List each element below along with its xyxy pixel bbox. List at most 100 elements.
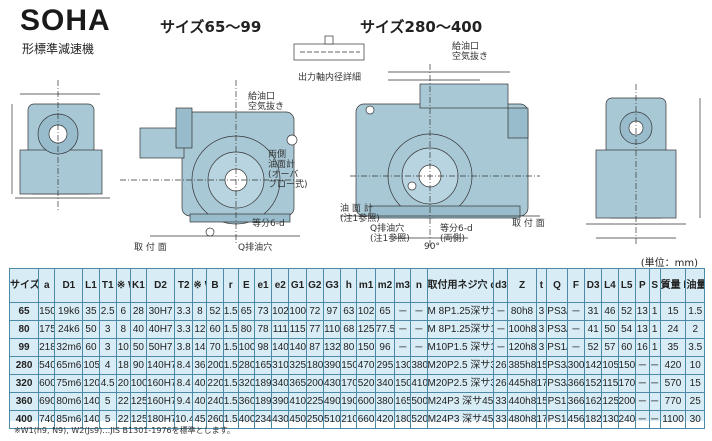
table-cell: 15	[535, 392, 548, 411]
table-cell: ─	[493, 338, 509, 357]
table-header-cell: e1	[253, 268, 273, 303]
table-cell: PS1	[546, 392, 568, 411]
table-cell: 97	[322, 302, 342, 321]
table-cell: ─	[634, 410, 650, 429]
table-cell: 57	[601, 338, 619, 357]
label-oil-inlet-right: 給油口 空気抜き	[452, 42, 489, 62]
table-cell: 2	[685, 320, 705, 339]
table-cell: 234	[253, 410, 273, 429]
label-oil-gauge-small: 両側 油面計 (オーバ フロー式)	[268, 150, 308, 190]
table-header-cell: F	[566, 268, 586, 303]
table-cell: 10.4	[174, 410, 194, 429]
table-cell: 3	[535, 338, 548, 357]
table-cell: 68	[340, 320, 358, 339]
table-cell: 12	[192, 320, 208, 339]
table-header-cell: r	[222, 268, 239, 303]
table-cell: M 8P1.25深サ15	[426, 302, 495, 321]
table-cell: 98	[253, 338, 273, 357]
label-equal-div: 等分6-d	[252, 219, 285, 229]
table-header-cell: d3	[493, 268, 509, 303]
table-cell: 1	[648, 338, 661, 357]
table-header-cell: L1	[82, 268, 100, 303]
table-cell: 1	[648, 302, 661, 321]
table-cell: 40	[192, 374, 208, 393]
table-cell: 1.5	[685, 302, 705, 321]
table-cell: 65m6	[54, 356, 84, 375]
table-cell: 40H7	[146, 320, 176, 339]
table-cell: 600	[356, 392, 376, 411]
table-cell: 140	[271, 338, 290, 357]
table-cell: ─	[648, 392, 661, 411]
table-cell: PS3/8	[546, 302, 568, 321]
table-header-cell: T1	[98, 268, 117, 303]
table-cell: 19k6	[54, 302, 84, 321]
table-cell: PS1/2	[546, 338, 568, 357]
table-header-cell: m1	[356, 268, 376, 303]
table-cell: 33	[493, 410, 509, 429]
label-equal-div-both: 等分6-d (両側)	[440, 224, 473, 244]
table-cell: 50	[82, 320, 100, 339]
table-cell: 170	[617, 374, 636, 393]
table-cell: 1.5	[222, 374, 239, 393]
table-cell: 26	[493, 374, 509, 393]
table-cell: 225	[305, 392, 324, 411]
table-cell: 430	[271, 410, 290, 429]
table-cell: 100	[129, 374, 148, 393]
table-cell: 160H7	[146, 374, 176, 393]
table-cell: 65	[237, 302, 255, 321]
table-cell: 41	[584, 320, 603, 339]
table-cell: ─	[394, 302, 412, 321]
table-header-cell: G3	[322, 268, 342, 303]
label-angle: 90°	[424, 242, 440, 252]
table-cell: 189	[253, 392, 273, 411]
table-cell: 218	[38, 338, 56, 357]
table-cell: 175	[38, 320, 56, 339]
table-cell: 1.5	[222, 392, 239, 411]
table-header-cell: P	[634, 268, 650, 303]
table-cell: 3	[535, 302, 548, 321]
table-cell: 3.8	[174, 338, 194, 357]
size-title-large: サイズ280～400	[360, 18, 483, 36]
size-cell: 400	[8, 410, 40, 429]
table-cell: 150	[356, 338, 376, 357]
table-cell: 390	[271, 392, 290, 411]
table-cell: ─	[566, 320, 586, 339]
table-header-cell: a	[38, 268, 56, 303]
table-cell: 28	[129, 302, 148, 321]
table-cell: 182	[584, 410, 603, 429]
table-cell: 1.5	[222, 410, 239, 429]
table-cell: 24k6	[54, 320, 84, 339]
table-cell: 380	[410, 356, 428, 375]
table-cell: 260	[206, 410, 224, 429]
table-header-cell: e2	[271, 268, 290, 303]
table-cell: 78	[253, 320, 273, 339]
table-cell: 30H7	[146, 302, 176, 321]
table-header-cell: Z	[507, 268, 537, 303]
table-header-cell: 油量 ℓ	[685, 268, 705, 303]
table-header-cell: h	[340, 268, 358, 303]
table-cell: ─	[566, 338, 586, 357]
table-cell: 13	[634, 302, 650, 321]
table-cell: 490	[322, 392, 342, 411]
table-cell: 63	[340, 302, 358, 321]
table-cell: PS3/8	[546, 320, 568, 339]
table-cell: 18	[115, 356, 131, 375]
table-cell: 100	[237, 338, 255, 357]
table-cell: ─	[493, 320, 509, 339]
table-cell: 520	[356, 374, 376, 393]
table-cell: 450	[288, 410, 307, 429]
table-cell: 102	[271, 302, 290, 321]
table-cell: PS3/4	[546, 374, 568, 393]
table-cell: M20P2.5 深サ35	[426, 374, 495, 393]
table-cell: 77.5	[374, 320, 396, 339]
table-cell: ─	[566, 302, 586, 321]
table-cell: 125	[129, 410, 148, 429]
table-cell: 120	[82, 374, 100, 393]
table-cell: 410	[410, 374, 428, 393]
table-cell: 22	[115, 392, 131, 411]
table-cell: 54	[617, 320, 636, 339]
